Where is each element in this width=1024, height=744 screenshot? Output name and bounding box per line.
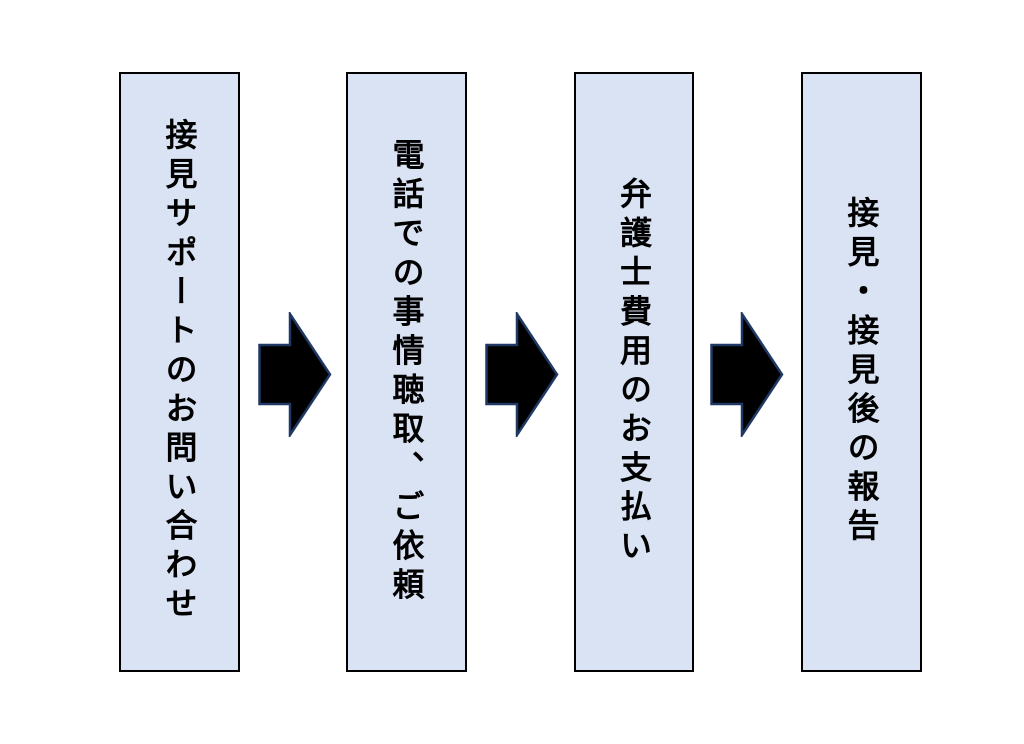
flow-step-label: 電話での事情聴取、ご依頼	[388, 137, 425, 607]
flow-step-visit-report: 接見・接見後の報告	[801, 72, 922, 672]
flow-step-phone-interview: 電話での事情聴取、ご依頼	[346, 72, 467, 672]
flow-step-label: 弁護士費用のお支払い	[616, 176, 652, 568]
flow-step-label: 接見サポートのお問い合わせ	[161, 118, 198, 626]
flow-step-payment: 弁護士費用のお支払い	[574, 72, 694, 672]
flow-step-inquiry: 接見サポートのお問い合わせ	[119, 72, 240, 672]
right-arrow-icon	[710, 312, 784, 437]
right-arrow-icon	[258, 312, 332, 437]
flow-step-label: 接見・接見後の報告	[843, 196, 880, 548]
right-arrow-icon	[485, 312, 559, 437]
